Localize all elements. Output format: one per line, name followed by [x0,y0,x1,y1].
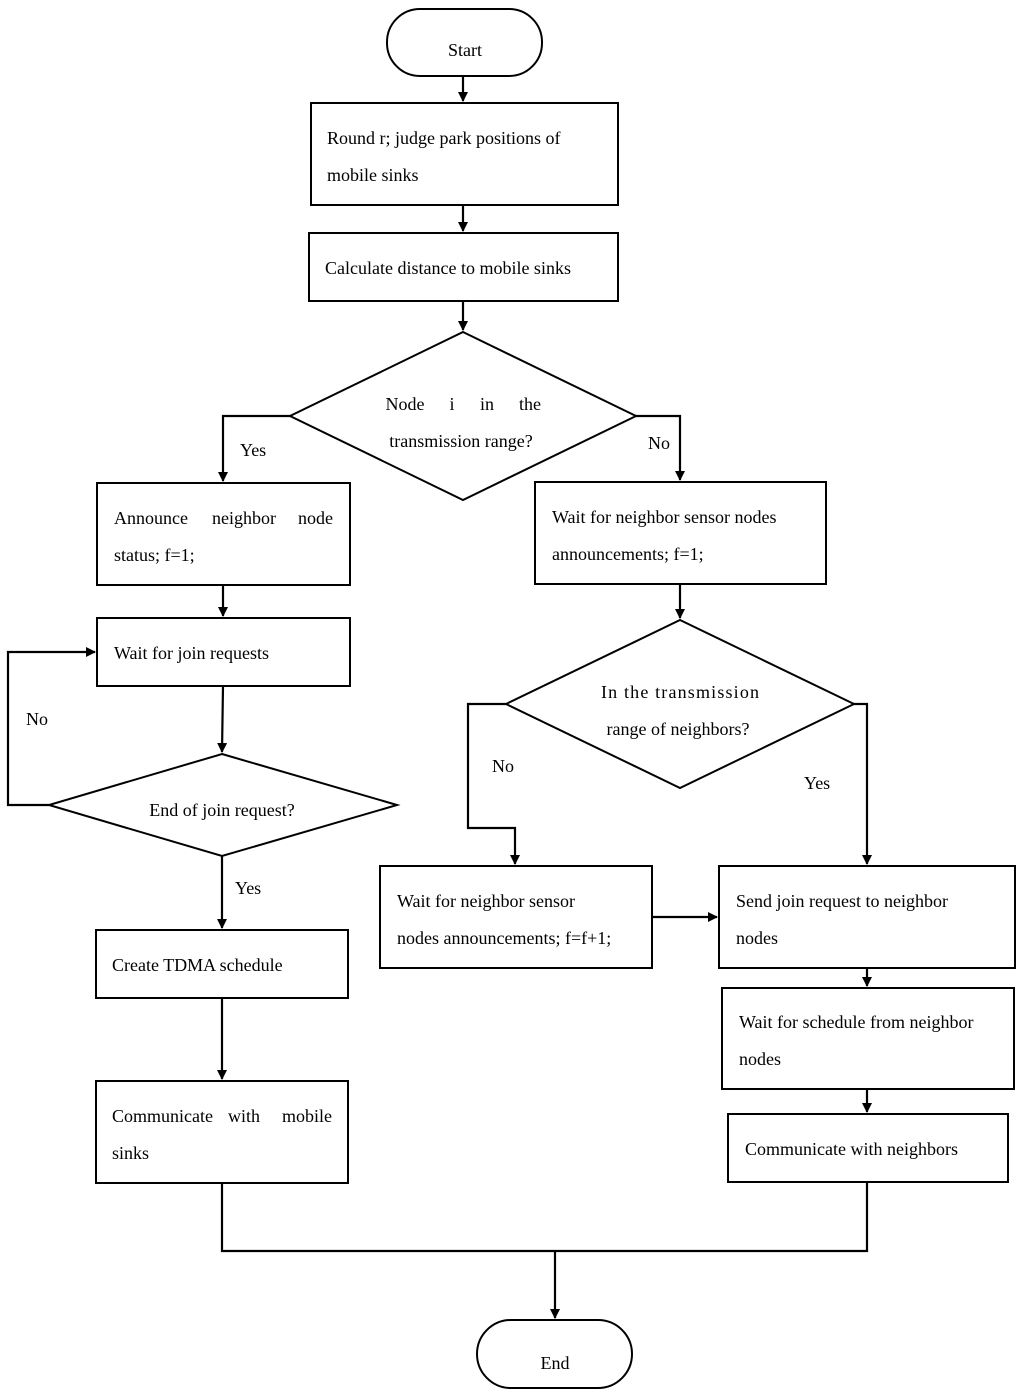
announce-word-3: node [298,508,333,528]
announce-word-2: neighbor [212,508,276,528]
node-calc: Calculate distance to mobile sinks [308,232,619,302]
edge-decision2-yes [854,702,872,865]
edge-decision1-yes [218,414,290,482]
end-label: End [541,1353,570,1373]
edge-decision3-no-loop [6,647,96,807]
round-label-line1: Round r; judge park positions of [327,128,560,148]
decision1-word-4: the [519,394,541,414]
comm-sinks-word-3: mobile [282,1106,332,1126]
wait-join-label: Wait for join requests [114,643,269,663]
node-wait-announce2: Wait for neighbor sensor nodes announcem… [379,865,653,969]
decision1-label-line2: transmission range? [389,431,532,451]
node-comm-neighbors: Communicate with neighbors [727,1113,1009,1183]
edge-decision2-no [466,702,520,865]
decision1-word-3: in [480,394,494,414]
edge-labels: Yes No No No Yes Yes [26,433,830,898]
wait-announce2-label-line2: nodes announcements; f=f+1; [397,928,611,948]
edge-merge-to-end [220,1182,869,1318]
decision1-word-1: Node [386,394,425,414]
edge-waitjoin-to-decision3 [217,685,228,753]
decision1-word-2: i [449,394,454,414]
node-wait-schedule: Wait for schedule from neighbor nodes [721,987,1015,1090]
wait-announce2-label-line1: Wait for neighbor sensor [397,891,575,911]
node-announce: Announce neighbor node status; f=1; [96,482,351,586]
label-decision1-yes: Yes [240,440,266,460]
comm-sinks-word-1: Communicate [112,1106,213,1126]
send-join-label-line2: nodes [736,928,778,948]
node-wait-announce: Wait for neighbor sensor nodes announcem… [534,481,827,585]
node-decision2: In the transmission range of neighbors? [503,618,857,790]
comm-sinks-label-line2: sinks [112,1143,149,1163]
node-round: Round r; judge park positions of mobile … [310,102,619,206]
node-comm-sinks: Communicate with mobile sinks [95,1080,349,1184]
edge-decision1-no [636,414,685,481]
label-decision3-yes: Yes [235,878,261,898]
decision2-label-line1: In the transmission [601,682,759,702]
round-label-line2: mobile sinks [327,165,419,185]
calc-label: Calculate distance to mobile sinks [325,258,571,278]
node-send-join: Send join request to neighbor nodes [718,865,1016,969]
decision3-label: End of join request? [149,800,294,820]
node-create-tdma: Create TDMA schedule [95,929,349,999]
wait-announce-label-line1: Wait for neighbor sensor nodes [552,507,777,527]
decision2-label-line2: range of neighbors? [607,719,750,739]
connectors [6,76,872,1318]
node-start: Start [386,8,543,77]
comm-neighbors-label: Communicate with neighbors [745,1139,958,1159]
node-decision3: End of join request? [45,752,401,858]
label-decision2-no: No [492,756,514,776]
announce-word-1: Announce [114,508,188,528]
node-decision1: Node i in the transmission range? [287,330,639,502]
announce-label-line2: status; f=1; [114,545,195,565]
node-wait-join: Wait for join requests [96,617,351,687]
label-decision3-no: No [26,709,48,729]
node-end: End [476,1319,633,1389]
start-label: Start [448,40,482,60]
wait-schedule-label-line2: nodes [739,1049,781,1069]
wait-announce-label-line2: announcements; f=1; [552,544,704,564]
create-tdma-label: Create TDMA schedule [112,955,283,975]
wait-schedule-label-line1: Wait for schedule from neighbor [739,1012,973,1032]
label-decision1-no: No [648,433,670,453]
comm-sinks-word-2: with [228,1106,260,1126]
send-join-label-line1: Send join request to neighbor [736,891,948,911]
label-decision2-yes: Yes [804,773,830,793]
